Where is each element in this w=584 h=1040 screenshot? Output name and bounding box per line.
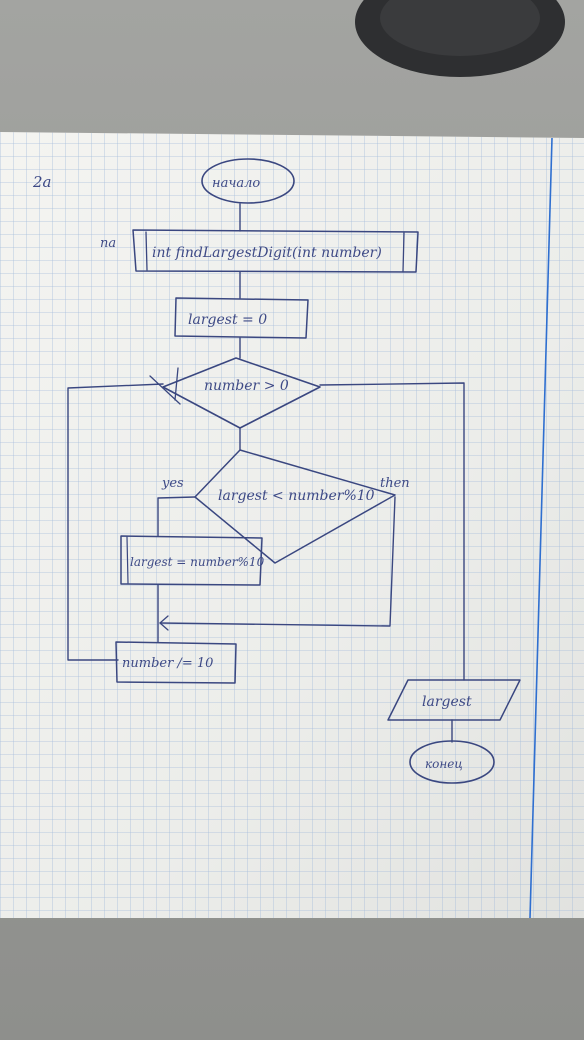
output-label: largest — [422, 694, 472, 710]
init-label: largest = 0 — [188, 312, 267, 328]
start-label: начало — [212, 176, 260, 191]
yes-label: yes — [161, 476, 184, 491]
no-label: then — [380, 476, 410, 491]
inner-decision: largest < number%10 — [194, 449, 396, 564]
start-terminal: начало — [201, 158, 295, 204]
init-block: largest = 0 — [174, 297, 309, 339]
yes-line — [157, 496, 196, 537]
inner-condition: largest < number%10 — [218, 488, 375, 504]
page-number: 2a — [32, 173, 52, 191]
arrow-head — [159, 615, 169, 631]
output-block: largest — [387, 679, 521, 721]
update-label: number /= 10 — [122, 656, 213, 671]
end-terminal: конец — [409, 740, 495, 784]
loop-condition: number > 0 — [204, 378, 289, 394]
function-block: na int findLargestDigit(int number) — [100, 229, 419, 273]
exit-line — [319, 382, 465, 681]
no-line — [159, 496, 396, 627]
function-label: int findLargestDigit(int number) — [152, 245, 382, 261]
update-block: number /= 10 — [115, 641, 237, 684]
assign-label: largest = number%10 — [130, 555, 265, 569]
function-prefix: na — [100, 236, 116, 251]
margin-line — [529, 137, 553, 919]
loop-back-line — [67, 383, 164, 661]
paper-sheet — [0, 132, 584, 919]
assign-block: largest = number%10 — [120, 535, 265, 586]
end-label: конец — [425, 757, 463, 771]
